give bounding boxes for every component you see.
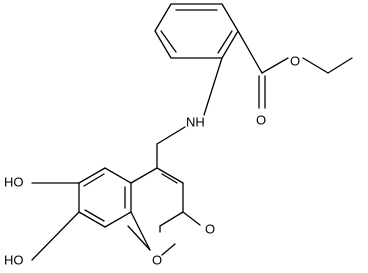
bond	[78, 211, 106, 228]
aromatic-double-bond	[83, 173, 105, 187]
bond	[261, 57, 289, 74]
hydroxyl-groups	[31, 182, 80, 261]
bond	[127, 225, 151, 251]
ester-carbonyl-oxygen: O	[256, 112, 266, 127]
bond	[221, 3, 239, 32]
bond	[156, 167, 184, 184]
ethyl-ester-group	[237, 30, 353, 109]
bond	[327, 57, 353, 74]
ester-single-oxygen: O	[290, 53, 300, 68]
bond	[154, 30, 172, 59]
bond	[154, 3, 172, 32]
ring-double-bond	[161, 173, 178, 184]
lactone-carbonyl-bond	[182, 211, 201, 226]
lactone-carbonyl-oxygen: O	[205, 221, 215, 236]
amine-linker	[156, 57, 223, 169]
aromatic-double-bond	[84, 209, 105, 222]
bond	[104, 167, 132, 184]
bond	[203, 57, 223, 116]
bond	[161, 243, 176, 256]
amine-nh-label: NH	[186, 114, 205, 129]
benzoate-ring	[154, 3, 239, 59]
bond	[221, 30, 239, 59]
bond	[156, 126, 186, 145]
aromatic-double-bond	[217, 30, 233, 54]
aromatic-double-bond	[160, 30, 177, 53]
bond	[31, 211, 80, 261]
pyranone-ring	[127, 167, 201, 256]
bond	[130, 211, 151, 251]
bond	[130, 167, 158, 184]
ring-oxygen: O	[152, 252, 162, 267]
bond	[237, 30, 263, 74]
benzo-ring	[78, 167, 151, 251]
bond	[302, 57, 329, 74]
hydroxyl-7-label: HO	[4, 252, 24, 267]
hydroxyl-6-label: HO	[4, 174, 24, 189]
bond	[159, 211, 184, 227]
bond	[104, 211, 132, 228]
bond	[78, 167, 106, 184]
